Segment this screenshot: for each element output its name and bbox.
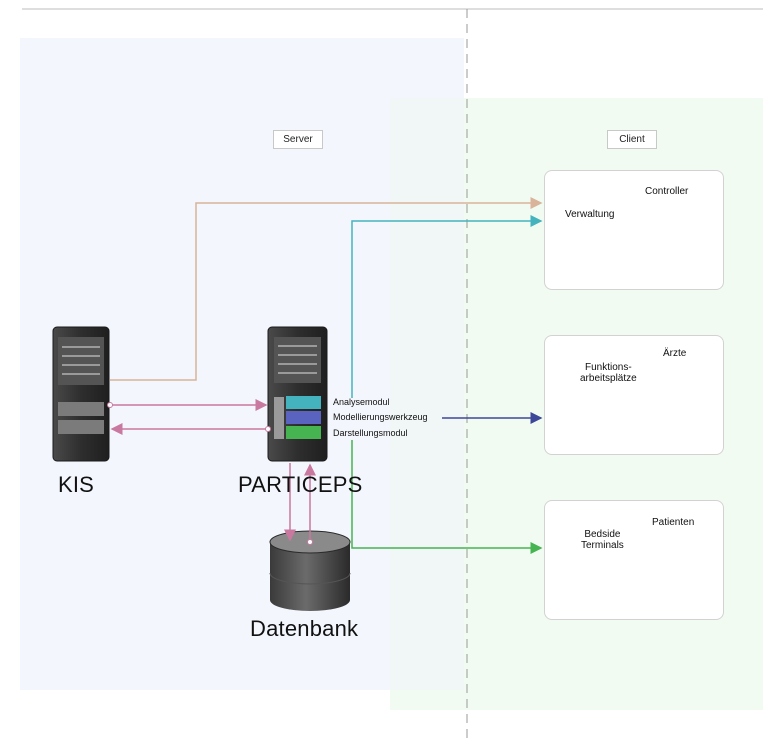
modellierungswerkzeug-block xyxy=(286,411,321,424)
client-label-verwaltung: Verwaltung xyxy=(565,209,615,220)
client-box-verwaltung: Verwaltung Controller xyxy=(544,170,724,290)
kis-to-verwaltung-arrow xyxy=(110,197,543,381)
particeps-label: PARTICEPS xyxy=(238,472,363,497)
module-label-analysemodul: Analysemodul xyxy=(333,397,390,407)
client-zone-label: Client xyxy=(607,130,657,149)
particeps-server-icon xyxy=(267,326,328,462)
analysemodul-block xyxy=(286,396,321,409)
kis-server-icon xyxy=(52,326,110,462)
client-box-aerzte: Funktions- arbeitsplätze Ärzte xyxy=(544,335,724,455)
darstellungsmodul-block xyxy=(286,426,321,439)
module-label-darstellungsmodul: Darstellungsmodul xyxy=(333,428,408,438)
client-label-funktionsarbeitsplaetze: Funktions- arbeitsplätze xyxy=(580,362,637,384)
kis-label: KIS xyxy=(58,472,95,497)
analysemodul-to-verwaltung-arrow xyxy=(351,215,543,398)
darstellung-to-patienten-arrow xyxy=(351,440,543,554)
client-label-patienten: Patienten xyxy=(652,517,695,528)
module-label-modellierungswerkzeug: Modellierungswerkzeug xyxy=(333,412,428,422)
datenbank-label: Datenbank xyxy=(250,616,359,641)
server-zone-label: Server xyxy=(273,130,323,149)
client-label-bedside-terminals: Bedside Terminals xyxy=(581,529,624,551)
client-box-patienten: Bedside Terminals Patienten xyxy=(544,500,724,620)
client-label-controller: Controller xyxy=(645,186,689,197)
zone-overlap xyxy=(390,98,464,690)
client-label-aerzte: Ärzte xyxy=(663,348,687,359)
